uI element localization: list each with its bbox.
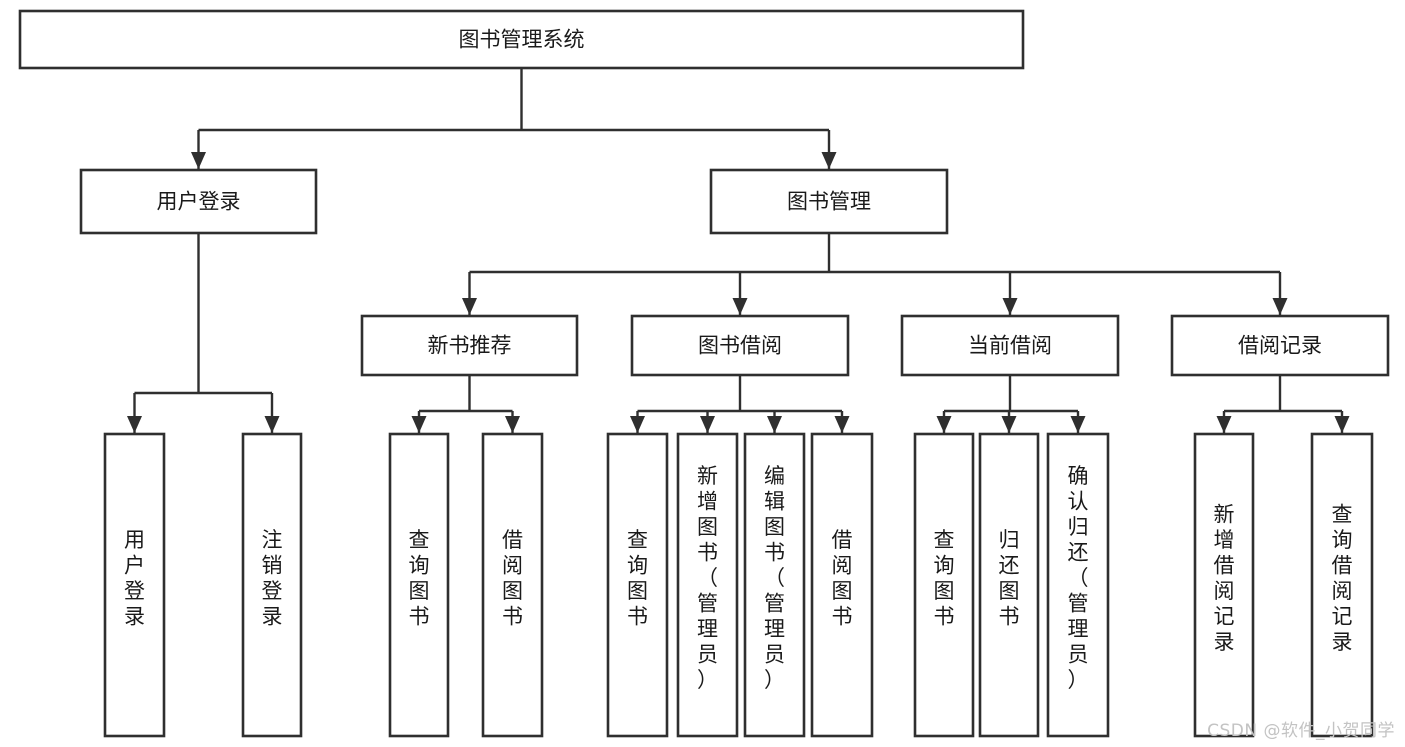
node-leaf-6-编辑图书管理员[interactable]: 编辑图书（管理员）	[743, 432, 806, 738]
arrow-head-icon	[700, 416, 715, 433]
nodes-layer: 图书管理系统用户登录图书管理新书推荐图书借阅当前借阅借阅记录用户登录注销登录查询…	[18, 9, 1390, 738]
node-box	[913, 432, 975, 738]
node-l3-当前借阅[interactable]: 当前借阅	[900, 314, 1120, 377]
node-box	[103, 432, 166, 738]
arrow-head-icon	[1216, 416, 1232, 433]
node-label: 查询图书	[409, 528, 430, 629]
arrow-head-icon	[1272, 298, 1288, 315]
node-label: 借阅图书	[502, 528, 523, 629]
watermark-text: CSDN @软件_小贺同学	[1207, 721, 1395, 741]
node-label: 图书管理系统	[459, 28, 585, 52]
node-l3-新书推荐[interactable]: 新书推荐	[360, 314, 579, 377]
node-leaf-3-借阅图书[interactable]: 借阅图书	[481, 432, 544, 738]
node-leaf-5-新增图书管理员[interactable]: 新增图书（管理员）	[676, 432, 739, 738]
node-l2-用户登录[interactable]: 用户登录	[79, 168, 318, 235]
node-label: 用户登录	[157, 190, 241, 214]
node-box	[1170, 314, 1390, 377]
node-label: 借阅图书	[832, 528, 853, 629]
node-box	[1193, 432, 1255, 738]
node-l2-图书管理[interactable]: 图书管理	[709, 168, 949, 235]
node-leaf-11-新增借阅记录[interactable]: 新增借阅记录	[1193, 432, 1255, 738]
arrow-head-icon	[1002, 298, 1018, 315]
arrow-head-icon	[936, 416, 952, 433]
arrow-head-icon	[505, 416, 520, 433]
node-box	[630, 314, 850, 377]
arrow-head-icon	[191, 152, 206, 169]
node-label: 确认归还（管理员）	[1068, 464, 1089, 692]
arrow-head-icon	[1334, 416, 1350, 433]
node-label: 图书管理	[787, 190, 871, 214]
node-leaf-7-借阅图书[interactable]: 借阅图书	[810, 432, 874, 738]
node-leaf-0-用户登录[interactable]: 用户登录	[103, 432, 166, 738]
node-leaf-12-查询借阅记录[interactable]: 查询借阅记录	[1310, 432, 1374, 738]
arrow-head-icon	[1001, 416, 1017, 433]
node-label: 用户登录	[124, 528, 145, 629]
node-leaf-8-查询图书[interactable]: 查询图书	[913, 432, 975, 738]
node-box	[18, 9, 1025, 70]
arrow-head-icon	[1070, 416, 1086, 433]
node-label: 查询借阅记录	[1332, 502, 1353, 654]
node-label: 编辑图书（管理员）	[764, 464, 785, 692]
node-box	[241, 432, 303, 738]
connectors-layer	[127, 68, 1350, 433]
node-box	[743, 432, 806, 738]
node-label: 注销登录	[262, 528, 283, 629]
node-box	[1310, 432, 1374, 738]
node-leaf-1-注销登录[interactable]: 注销登录	[241, 432, 303, 738]
node-box	[388, 432, 450, 738]
node-leaf-4-查询图书[interactable]: 查询图书	[606, 432, 669, 738]
node-label: 新增借阅记录	[1214, 502, 1235, 654]
arrow-head-icon	[767, 416, 782, 433]
node-label: 当前借阅	[968, 334, 1052, 358]
arrow-head-icon	[127, 416, 142, 433]
node-root-图书管理系统[interactable]: 图书管理系统	[18, 9, 1025, 70]
node-l3-借阅记录[interactable]: 借阅记录	[1170, 314, 1390, 377]
arrow-head-icon	[732, 298, 748, 315]
node-box	[606, 432, 669, 738]
node-leaf-9-归还图书[interactable]: 归还图书	[978, 432, 1040, 738]
node-box	[1046, 432, 1110, 738]
node-label: 查询图书	[627, 528, 648, 629]
node-label: 图书借阅	[698, 334, 782, 358]
node-label: 归还图书	[999, 528, 1020, 629]
arrow-head-icon	[462, 298, 477, 315]
node-label: 借阅记录	[1238, 334, 1322, 358]
arrow-head-icon	[264, 416, 280, 433]
node-label: 新增图书（管理员）	[697, 464, 718, 692]
node-l3-图书借阅[interactable]: 图书借阅	[630, 314, 850, 377]
node-box	[676, 432, 739, 738]
arrow-head-icon	[411, 416, 427, 433]
node-label: 新书推荐	[428, 334, 512, 358]
node-label: 查询图书	[934, 528, 955, 629]
node-box	[79, 168, 318, 235]
node-box	[900, 314, 1120, 377]
node-box	[481, 432, 544, 738]
node-box	[978, 432, 1040, 738]
node-box	[810, 432, 874, 738]
arrow-head-icon	[630, 416, 645, 433]
node-leaf-2-查询图书[interactable]: 查询图书	[388, 432, 450, 738]
arrow-head-icon	[834, 416, 850, 433]
node-box	[709, 168, 949, 235]
node-box	[360, 314, 579, 377]
arrow-head-icon	[821, 152, 837, 169]
node-leaf-10-确认归还管理员[interactable]: 确认归还（管理员）	[1046, 432, 1110, 738]
